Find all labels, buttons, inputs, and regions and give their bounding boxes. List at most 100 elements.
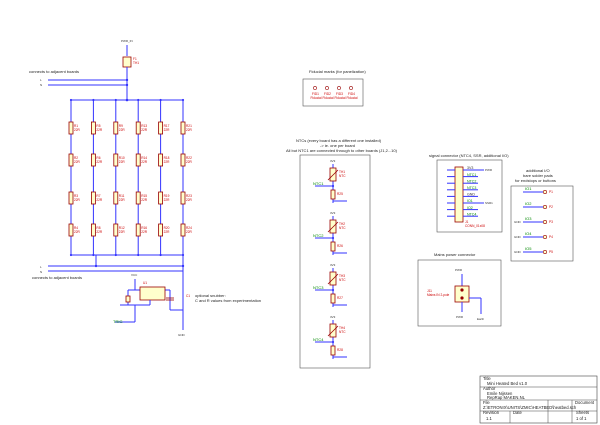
mains-title: Mains power connector [434, 252, 476, 257]
io-solder-pad [542, 220, 547, 225]
io-pad-pwr-label: GND [514, 250, 522, 254]
signal-pin-net: NTC2 [467, 179, 476, 183]
heater-resistor-ref: R24 [186, 226, 192, 230]
heater-resistor-value: 22R [74, 230, 81, 234]
tb-author-1: Emile Nijssen [487, 391, 513, 396]
signal-connector-body [454, 166, 464, 223]
heater-resistor-ref: R4 [74, 226, 78, 230]
ntc-pwr-label: 3V3 [330, 263, 336, 267]
tb-file-value: Z:\ETRONIX\UNITS\ZMIC\HEATBED\heatbed.sc… [483, 405, 577, 410]
column-junction-bottom [181, 253, 185, 257]
tb-revision-label: Revision [483, 410, 500, 415]
ntc-net-label: NTC1 [313, 181, 324, 186]
fuse-ref: F1 [133, 57, 137, 61]
ntc-thermistor-slash [327, 169, 339, 181]
ntc-junction [331, 184, 335, 188]
fiducial-ref: FID1 [312, 92, 319, 96]
ntc-ref: TH3 [339, 274, 345, 278]
heater-resistor [68, 223, 74, 237]
tb-sheets-label: Sheets [576, 410, 589, 415]
ntc-thermistor-slash [327, 221, 339, 233]
mains-value: Mains IN 2-pole [427, 293, 450, 297]
heater-resistor [91, 223, 96, 237]
io-solder-pad [542, 190, 547, 195]
heater-resistor [91, 121, 96, 135]
io-title-3: for endstops or buttons [515, 178, 556, 183]
power-flag-top-label: PWR_IN [121, 39, 133, 43]
heater-resistor-value: 22R [96, 160, 103, 164]
signal-connector-section: signal connector (NTC4, SSR, additional … [429, 153, 509, 233]
adjacent-bottom-net1: L [40, 265, 42, 269]
tb-file-label: File [483, 400, 490, 405]
ntc-note-3: All but NTC1 are connected through to ot… [286, 148, 398, 153]
snubber-note-2: C and R values from experimentation [195, 298, 261, 303]
fiducial-value: Fiducial [335, 96, 346, 100]
heater-resistor [113, 191, 119, 205]
io-solder-pad [542, 235, 547, 240]
heater-resistor-value: 22R [141, 198, 148, 202]
column-junction-bottom [114, 253, 117, 257]
tb-author-label: Author [483, 386, 496, 391]
heater-resistor [180, 223, 186, 237]
column-junction-top [181, 98, 185, 102]
heater-resistor [158, 191, 164, 205]
heater-resistor-value: 22R [74, 128, 81, 132]
heater-resistor [91, 153, 96, 167]
heater-resistor-value: 22R [164, 198, 171, 202]
heater-resistor-value: 22R [186, 230, 193, 234]
ntc-pwr-label: 3V3 [330, 315, 336, 319]
snubber-pwr-label: VCC [131, 273, 138, 277]
tb-document-label: Document [575, 400, 595, 405]
heater-resistor-ref: R3 [74, 194, 78, 198]
io-pad-pwr-label: GND [514, 235, 522, 239]
snubber-note-1: optional snubber: [195, 293, 226, 298]
signal-pin-net: GND [467, 193, 475, 197]
signal-pin-net: NTC1 [467, 173, 476, 177]
heater-resistor-ref: R23 [186, 194, 192, 198]
heater-resistor-value: 22R [96, 230, 103, 234]
io-solder-pad [542, 205, 547, 210]
io-solder-pad [542, 250, 547, 255]
heater-resistor-value: 22R [119, 160, 126, 164]
io-title-2: bare solder pads [523, 173, 553, 178]
io-title-1: additional I/O [526, 168, 550, 173]
snubber-gnd-label: GND [178, 333, 186, 337]
column-junction-bottom [92, 253, 95, 257]
io-pad-net: IO5 [525, 246, 532, 251]
io-pad-net: IO2 [525, 201, 532, 206]
heater-resistor [158, 223, 164, 237]
column-junction-top [137, 98, 140, 102]
heater-resistor-value: 22R [74, 198, 81, 202]
fiducial-items: FID1FiducialFID2FiducialFID3FiducialFID4… [311, 86, 358, 100]
heater-resistor [113, 223, 119, 237]
heater-resistor [113, 121, 119, 135]
io-pad-ref: P2 [549, 205, 553, 209]
ntc-value: NTC [339, 278, 346, 282]
fiducials-section: Fiducial marks (for panelization) FID1Fi… [302, 69, 366, 107]
fiducial-mark [325, 86, 329, 90]
heater-resistor-value: 22R [141, 128, 148, 132]
heater-section: PWR_IN F1 TH1 connects to adjacent board… [29, 39, 193, 280]
ntc-junction [331, 340, 335, 344]
heater-resistor-ref: R18 [164, 156, 170, 160]
heater-resistor-ref: R5 [96, 124, 100, 128]
snubber-ic-ref: U1 [143, 281, 147, 285]
mains-pwr-label: PWR [455, 268, 463, 272]
column-junction-top [92, 98, 95, 102]
heater-resistor-ref: R9 [119, 124, 123, 128]
fiducial-mark [349, 86, 353, 90]
mains-section: Mains power connector PWR J11 Mains IN 2… [417, 252, 502, 327]
heater-resistor [135, 223, 141, 237]
ntc-net-label: NTC4 [313, 337, 324, 342]
fiducial-ref: FID4 [348, 92, 355, 96]
adjacent-bottom-net2: N [40, 270, 42, 274]
io-pad-pwr-label: GND [514, 220, 522, 224]
heater-resistor-value: 22R [96, 128, 103, 132]
ntc-pullup-ref: R25 [337, 192, 343, 196]
heater-resistor [135, 153, 141, 167]
signal-pin-net: NTC3 [467, 186, 476, 190]
io-pad-net: IO1 [525, 186, 532, 191]
ntc-net-label: NTC2 [313, 233, 324, 238]
